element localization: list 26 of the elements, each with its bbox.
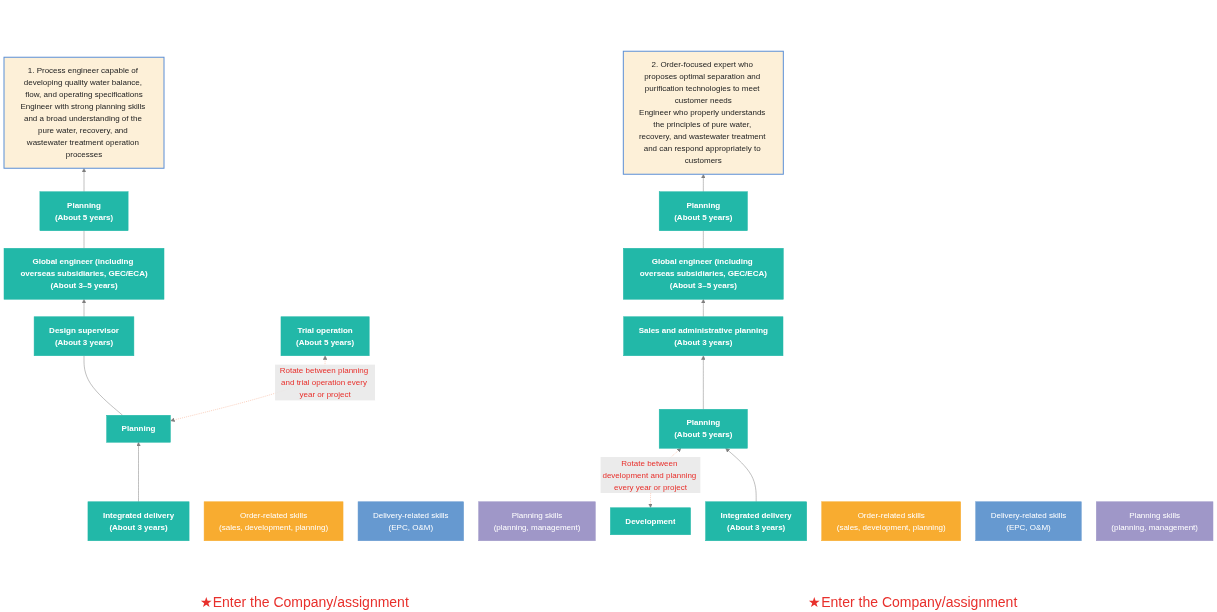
edge-label: Rotate between planning and trial operation every year or project bbox=[279, 366, 369, 399]
node-box: Integrated delivery (About 3 years) bbox=[705, 501, 807, 541]
node-box: 1. Process engineer capable of developing quality water balance, flow, and operating specifications Engineer with strong planning skills and a broad understanding of the pure water, recovery, and wastewater treatment operation processes bbox=[3, 56, 165, 169]
node-box: Planning (About 5 years) bbox=[658, 409, 748, 449]
node-box: Order-related skills (sales, development, planning) bbox=[821, 501, 961, 541]
node-box: Planning skills (planning, management) bbox=[1096, 501, 1214, 541]
connector bbox=[703, 230, 704, 249]
node-box: Integrated delivery (About 3 years) bbox=[87, 501, 190, 541]
node-box: Design supervisor (About 3 years) bbox=[33, 316, 135, 356]
node-box: 2. Order-focused expert who proposes optimal separation and purification technologies to meet customer needs Engineer who properly understands the principles of pure water, recovery, and wastewater treatment and can respond appropriately to customers bbox=[622, 50, 784, 175]
node-box: Planning bbox=[106, 415, 171, 443]
node-box: Delivery-related skills (EPC, O&M) bbox=[357, 501, 464, 541]
note: ★Enter the Company/assignment bbox=[808, 594, 1018, 610]
node-box: Delivery-related skills (EPC, O&M) bbox=[975, 501, 1082, 541]
node-box: Trial operation (About 5 years) bbox=[280, 316, 370, 356]
connector bbox=[83, 355, 123, 416]
node-box: Planning skills (planning, management) bbox=[478, 501, 596, 541]
node-box: Global engineer (including overseas subsidiaries, GEC/ECA) (About 3–5 years) bbox=[3, 248, 165, 300]
node-box: Planning (About 5 years) bbox=[39, 191, 129, 231]
node-box: Planning (About 5 years) bbox=[658, 191, 748, 231]
node-box: Development bbox=[610, 507, 691, 535]
edge-label: Rotate between development and planning every year or project bbox=[602, 458, 697, 492]
note: ★Enter the Company/assignment bbox=[199, 594, 409, 610]
node-box: Sales and administrative planning (About 3 years) bbox=[623, 316, 784, 356]
node-box: Global engineer (including overseas subsidiaries, GEC/ECA) (About 3–5 years) bbox=[623, 248, 784, 300]
node-box: Order-related skills (sales, development, planning) bbox=[203, 501, 344, 541]
